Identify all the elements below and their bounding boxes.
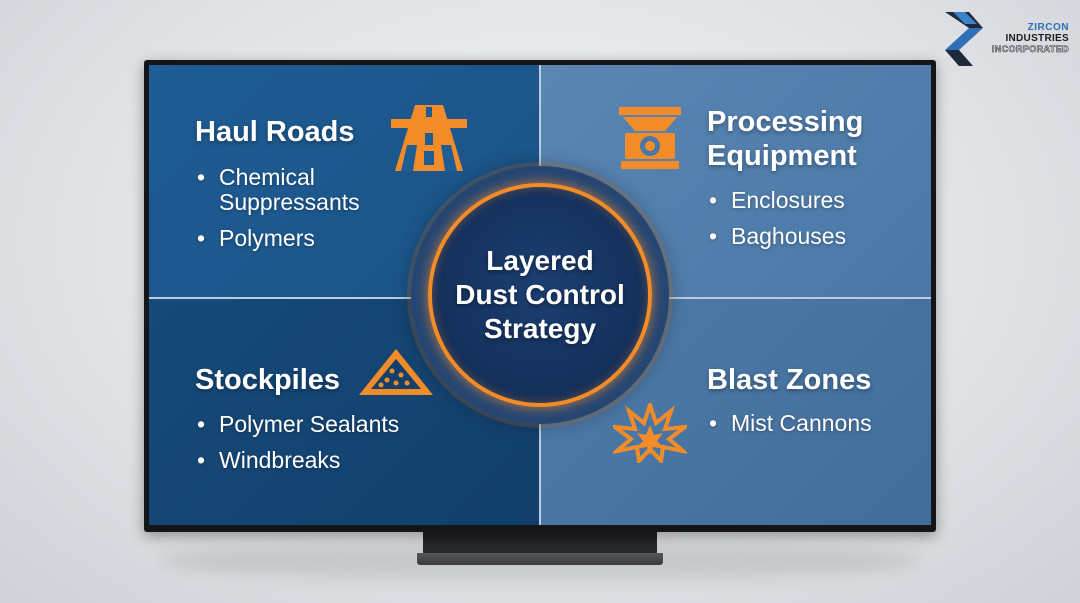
processing-title-line1: Processing (707, 106, 864, 138)
logo-line-zircon: ZIRCON (1027, 22, 1069, 33)
zircon-logo-icon (945, 12, 983, 66)
blast-zones-title: Blast Zones (707, 364, 872, 396)
list-item: Enclosures (707, 188, 846, 214)
processing-title-line2: Equipment (707, 140, 857, 172)
tv-stand-base (417, 553, 663, 565)
list-item: Chemical Suppressants (195, 165, 379, 215)
quadrant-haul-roads: Haul Roads Chemical Suppressants Polymer… (149, 65, 539, 297)
stockpile-icon (359, 349, 433, 395)
tv-screen: Haul Roads Chemical Suppressants Polymer… (149, 65, 931, 525)
stockpiles-title: Stockpiles (195, 364, 341, 396)
blast-zones-list: Mist Cannons (707, 411, 872, 447)
logo-line-incorporated: INCORPORATED (991, 44, 1069, 55)
center-circle: Layered Dust Control Strategy (428, 183, 652, 407)
crusher-icon (619, 107, 681, 169)
haul-roads-title: Haul Roads (195, 116, 355, 148)
logo-line-industries: INDUSTRIES (1005, 33, 1069, 44)
center-title: Layered Dust Control Strategy (455, 245, 625, 344)
processing-equipment-list: Enclosures Baghouses (707, 188, 846, 260)
haul-roads-list: Chemical Suppressants Polymers (195, 165, 379, 262)
tv-stand-neck (423, 530, 657, 556)
list-item: Mist Cannons (707, 411, 872, 437)
highway-icon (391, 105, 467, 171)
stockpiles-list: Polymer Sealants Windbreaks (195, 412, 399, 484)
list-item: Windbreaks (195, 448, 399, 474)
quadrant-processing-equipment: Processing Equipment Enclosures Baghouse… (541, 65, 931, 297)
explosion-icon (613, 403, 687, 463)
list-item: Polymers (195, 226, 379, 252)
list-item: Polymer Sealants (195, 412, 399, 438)
processing-equipment-title: Processing Equipment (707, 105, 863, 173)
company-logo: ZIRCON INDUSTRIES INCORPORATED (943, 10, 1069, 68)
logo-text: ZIRCON INDUSTRIES INCORPORATED (981, 22, 1069, 55)
list-item: Baghouses (707, 224, 846, 250)
